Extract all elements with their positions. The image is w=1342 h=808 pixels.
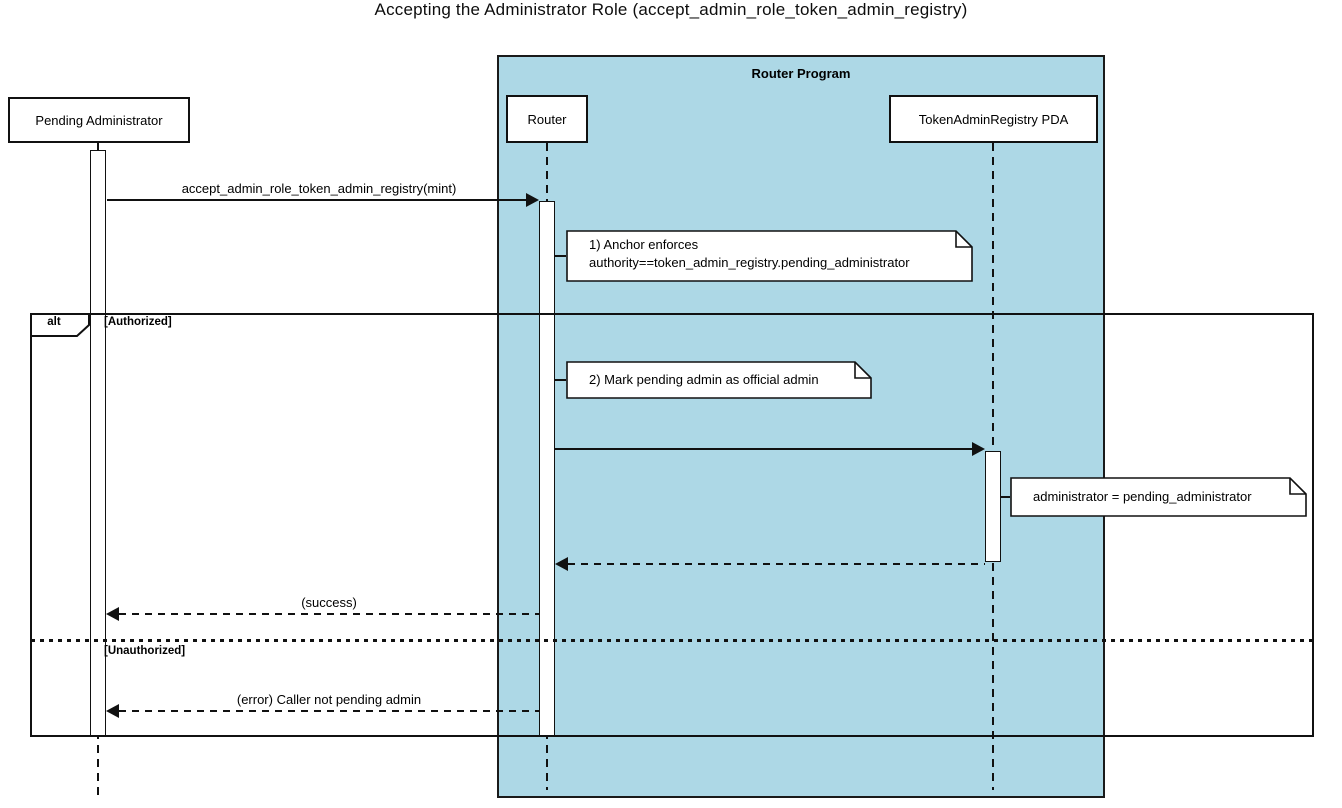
participant-pending-administrator: Pending Administrator xyxy=(8,97,190,143)
guard-authorized: [Authorized] xyxy=(104,316,172,328)
activation-token-admin-registry-pda xyxy=(985,451,1001,562)
participant-router-label: Router xyxy=(527,111,567,127)
participant-router: Router xyxy=(506,95,588,143)
note-anchor-enforces: 1) Anchor enforces authority==token_admi… xyxy=(566,230,973,282)
message-call-label: accept_admin_role_token_admin_registry(m… xyxy=(181,181,457,196)
participant-token-admin-registry-pda: TokenAdminRegistry PDA xyxy=(889,95,1098,143)
note1-connector xyxy=(555,255,566,257)
message-call-line xyxy=(107,199,528,201)
alt-divider xyxy=(31,639,1314,642)
message-success-arrowhead-icon xyxy=(106,607,119,621)
router-program-container: Router Program xyxy=(497,55,1105,798)
note3-line1: administrator = pending_administrator xyxy=(1033,489,1252,504)
note-shape-icon xyxy=(566,361,872,399)
note-administrator-assignment: administrator = pending_administrator xyxy=(1010,477,1307,517)
note-shape-icon xyxy=(566,230,973,282)
diagram-title: Accepting the Administrator Role (accept… xyxy=(374,0,968,19)
note1-line1: 1) Anchor enforces xyxy=(589,237,699,252)
message-return-pda-line xyxy=(568,563,985,565)
router-program-label: Router Program xyxy=(751,66,851,81)
note2-connector xyxy=(555,379,566,381)
activation-router xyxy=(539,201,555,737)
participant-pending-administrator-label: Pending Administrator xyxy=(35,112,163,128)
alt-frame-tab: alt xyxy=(30,313,92,343)
note-mark-official-admin: 2) Mark pending admin as official admin xyxy=(566,361,872,399)
message-update-line xyxy=(555,448,974,450)
note3-connector xyxy=(1001,496,1010,498)
message-error-label: (error) Caller not pending admin xyxy=(236,692,422,707)
message-call-arrowhead-icon xyxy=(526,193,539,207)
note2-line1: 2) Mark pending admin as official admin xyxy=(589,372,819,387)
participant-token-admin-registry-pda-label: TokenAdminRegistry PDA xyxy=(918,111,1069,127)
message-error-arrowhead-icon xyxy=(106,704,119,718)
message-update-arrowhead-icon xyxy=(972,442,985,456)
guard-unauthorized: [Unauthorized] xyxy=(104,645,186,657)
message-error-line xyxy=(119,710,539,712)
alt-operator-label: alt xyxy=(47,316,61,328)
note1-line2: authority==token_admin_registry.pending_… xyxy=(589,255,910,270)
note-shape-icon xyxy=(1010,477,1307,517)
message-return-pda-arrowhead-icon xyxy=(555,557,568,571)
message-success-line xyxy=(119,613,539,615)
message-success-label: (success) xyxy=(301,595,357,610)
